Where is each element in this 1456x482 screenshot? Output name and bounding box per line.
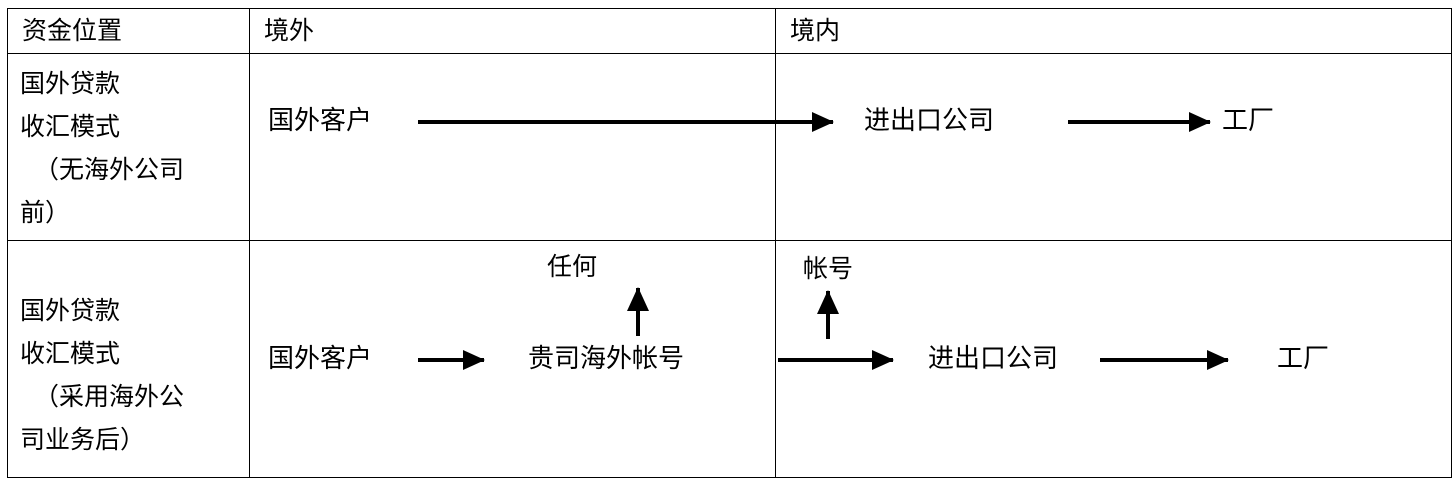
node-row2-offshore-account: 贵司海外帐号 <box>528 344 685 374</box>
row1-onshore-cell <box>775 53 1452 241</box>
header-cell-offshore: 境外 <box>249 8 776 54</box>
row2-label-line-3: （采用海外公 <box>34 382 185 411</box>
arrow-label-account: 帐号 <box>803 254 854 283</box>
arrow-label-any: 任何 <box>547 252 598 281</box>
row1-mode-label: 国外贷款 收汇模式 （无海外公司 前） <box>20 62 238 234</box>
row2-offshore-cell <box>249 240 776 478</box>
row1-label-line-3: （无海外公司 <box>34 155 185 184</box>
row2-label-line-4: 司业务后） <box>20 425 146 454</box>
node-row2-foreign-customer: 国外客户 <box>268 344 373 374</box>
row2-mode-label: 国外贷款 收汇模式 （采用海外公 司业务后） <box>20 289 238 461</box>
table-row-before-offshore-company: 国外贷款 收汇模式 （无海外公司 前） <box>7 53 1452 241</box>
node-row1-import-export-company: 进出口公司 <box>864 106 995 136</box>
funds-flow-table: 资金位置 境外 境内 国外贷款 收汇模式 （无海外公司 前） <box>7 8 1452 478</box>
row1-offshore-cell <box>249 53 776 241</box>
node-row1-factory: 工厂 <box>1222 106 1275 136</box>
header-cell-onshore: 境内 <box>775 8 1452 54</box>
row1-label-cell: 国外贷款 收汇模式 （无海外公司 前） <box>7 53 250 241</box>
row1-label-line-4: 前） <box>20 198 71 227</box>
node-row2-import-export-company: 进出口公司 <box>928 344 1059 374</box>
row2-onshore-cell <box>775 240 1452 478</box>
row2-label-line-1: 国外贷款 <box>20 296 121 325</box>
header-label-onshore: 境内 <box>790 16 841 45</box>
row1-label-line-1: 国外贷款 <box>20 69 121 98</box>
header-label-offshore: 境外 <box>264 16 315 45</box>
row1-label-line-2: 收汇模式 <box>20 112 121 141</box>
node-row2-factory: 工厂 <box>1277 344 1330 374</box>
row2-label-cell: 国外贷款 收汇模式 （采用海外公 司业务后） <box>7 240 250 478</box>
table-row-after-offshore-company: 国外贷款 收汇模式 （采用海外公 司业务后） <box>7 240 1452 478</box>
table-header-row: 资金位置 境外 境内 <box>7 8 1452 54</box>
header-label-funds-position: 资金位置 <box>22 16 123 45</box>
node-row1-foreign-customer: 国外客户 <box>268 106 373 136</box>
header-cell-funds-position: 资金位置 <box>7 8 250 54</box>
row2-label-line-2: 收汇模式 <box>20 339 121 368</box>
